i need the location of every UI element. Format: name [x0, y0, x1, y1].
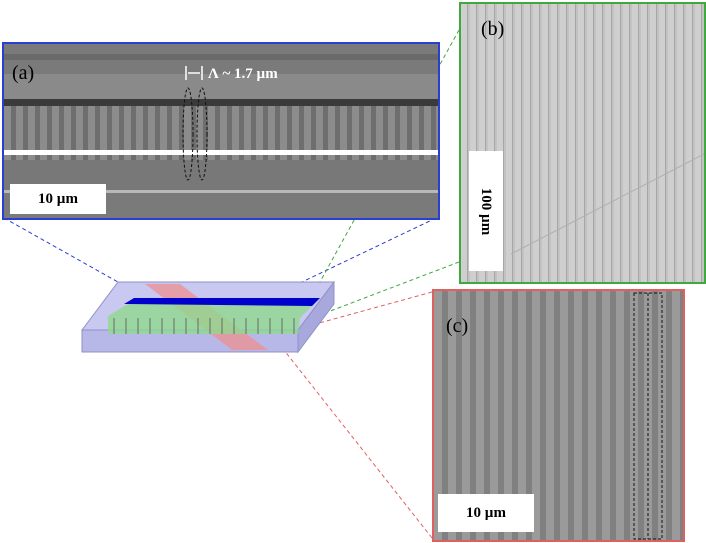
- panel-a-label: (a): [12, 62, 35, 84]
- connector-c-bottom: [279, 344, 433, 539]
- waveguide-grating: [113, 318, 295, 334]
- panel-a-image: [4, 44, 438, 218]
- panel-b-scale-bar-box: 100 µm: [469, 151, 503, 271]
- connector-b-bottom: [311, 261, 460, 319]
- blue-waveguide-strip: [124, 298, 320, 306]
- panel-b: (b) 100 µm: [459, 2, 706, 284]
- green-section-plane: [108, 304, 314, 334]
- panel-a: (a) Λ ~ 1.7 µm 10 µm: [2, 42, 440, 220]
- panel-b-scale-bar: 100 µm: [478, 187, 495, 235]
- grating-period-label: Λ ~ 1.7 µm: [208, 66, 278, 82]
- panel-c-label: (c): [446, 315, 469, 337]
- panel-c: (c) 10 µm: [432, 289, 685, 542]
- panel-b-label: (b): [481, 18, 505, 40]
- slab-right-face: [297, 280, 335, 354]
- panel-c-scale-bar: 10 µm: [438, 494, 534, 532]
- panel-a-scale-bar: 10 µm: [10, 184, 106, 214]
